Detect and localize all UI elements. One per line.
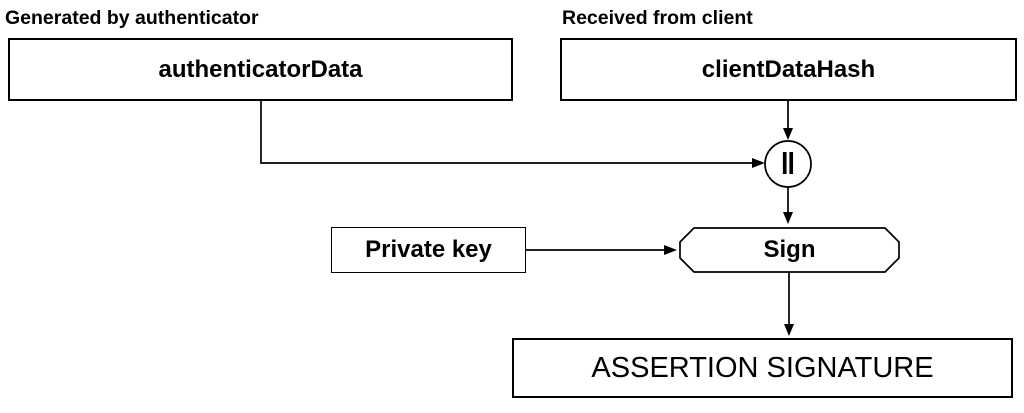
arrowhead-into-sign-left-icon bbox=[664, 245, 677, 255]
generated-by-authenticator-caption: Generated by authenticator bbox=[5, 7, 259, 29]
arrowhead-into-sign-top-icon bbox=[783, 212, 793, 224]
private-key-label: Private key bbox=[365, 236, 492, 263]
arrowhead-into-concat-left-icon bbox=[752, 158, 765, 168]
sign-node-label-wrap: Sign bbox=[680, 228, 899, 272]
authenticator-data-box: authenticatorData bbox=[8, 38, 513, 101]
client-data-hash-label: clientDataHash bbox=[701, 55, 876, 83]
private-key-box: Private key bbox=[331, 227, 526, 273]
received-from-client-caption: Received from client bbox=[562, 7, 753, 29]
client-data-hash-box: clientDataHash bbox=[560, 38, 1017, 101]
arrowhead-into-concat-top-icon bbox=[783, 128, 793, 140]
assertion-signature-box: ASSERTION SIGNATURE bbox=[512, 338, 1013, 398]
concat-symbol-icon: ‖ bbox=[780, 145, 796, 181]
sign-label: Sign bbox=[763, 236, 816, 263]
sign-node-octagon bbox=[679, 227, 900, 273]
authenticator-data-label: authenticatorData bbox=[158, 55, 363, 83]
assertion-signature-label: ASSERTION SIGNATURE bbox=[591, 351, 934, 384]
arrowhead-into-assertion-icon bbox=[784, 324, 794, 336]
authenticator-data-to-concat-connector bbox=[260, 101, 752, 164]
